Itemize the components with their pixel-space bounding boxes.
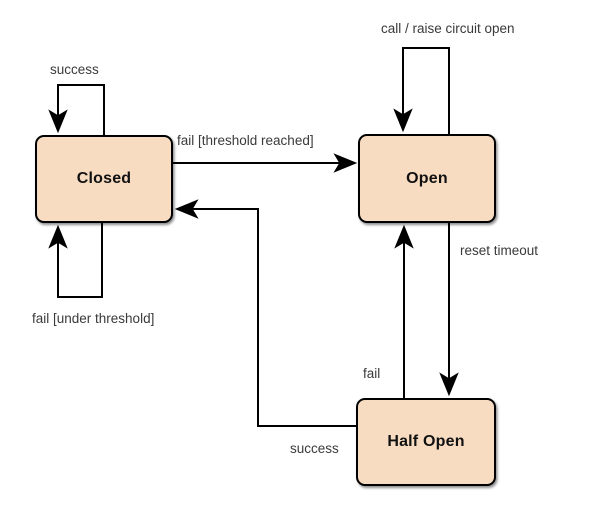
edge-half-open-to-closed bbox=[174, 199, 356, 427]
edge-open-call-self-loop bbox=[393, 47, 450, 134]
transition-label-closed-to-open: fail [threshold reached] bbox=[177, 133, 314, 148]
transition-label-half-open-to-closed: success bbox=[290, 441, 339, 456]
transition-label-open-to-half-open: reset timeout bbox=[460, 243, 539, 258]
transition-label-closed-success-loop: success bbox=[50, 62, 99, 77]
edge-closed-fail-self-loop bbox=[48, 223, 103, 298]
state-half-open-label: Half Open bbox=[387, 433, 465, 450]
state-closed: Closed bbox=[35, 135, 173, 223]
state-half-open: Half Open bbox=[356, 398, 496, 486]
edge-closed-success-self-loop bbox=[48, 84, 105, 135]
state-open: Open bbox=[358, 134, 496, 223]
transition-label-closed-fail-loop: fail [under threshold] bbox=[32, 311, 155, 326]
transition-label-open-call-loop: call / raise circuit open bbox=[381, 21, 515, 36]
state-open-label: Open bbox=[406, 169, 448, 187]
state-closed-label: Closed bbox=[76, 170, 132, 187]
transition-label-half-open-to-open: fail bbox=[363, 366, 381, 381]
